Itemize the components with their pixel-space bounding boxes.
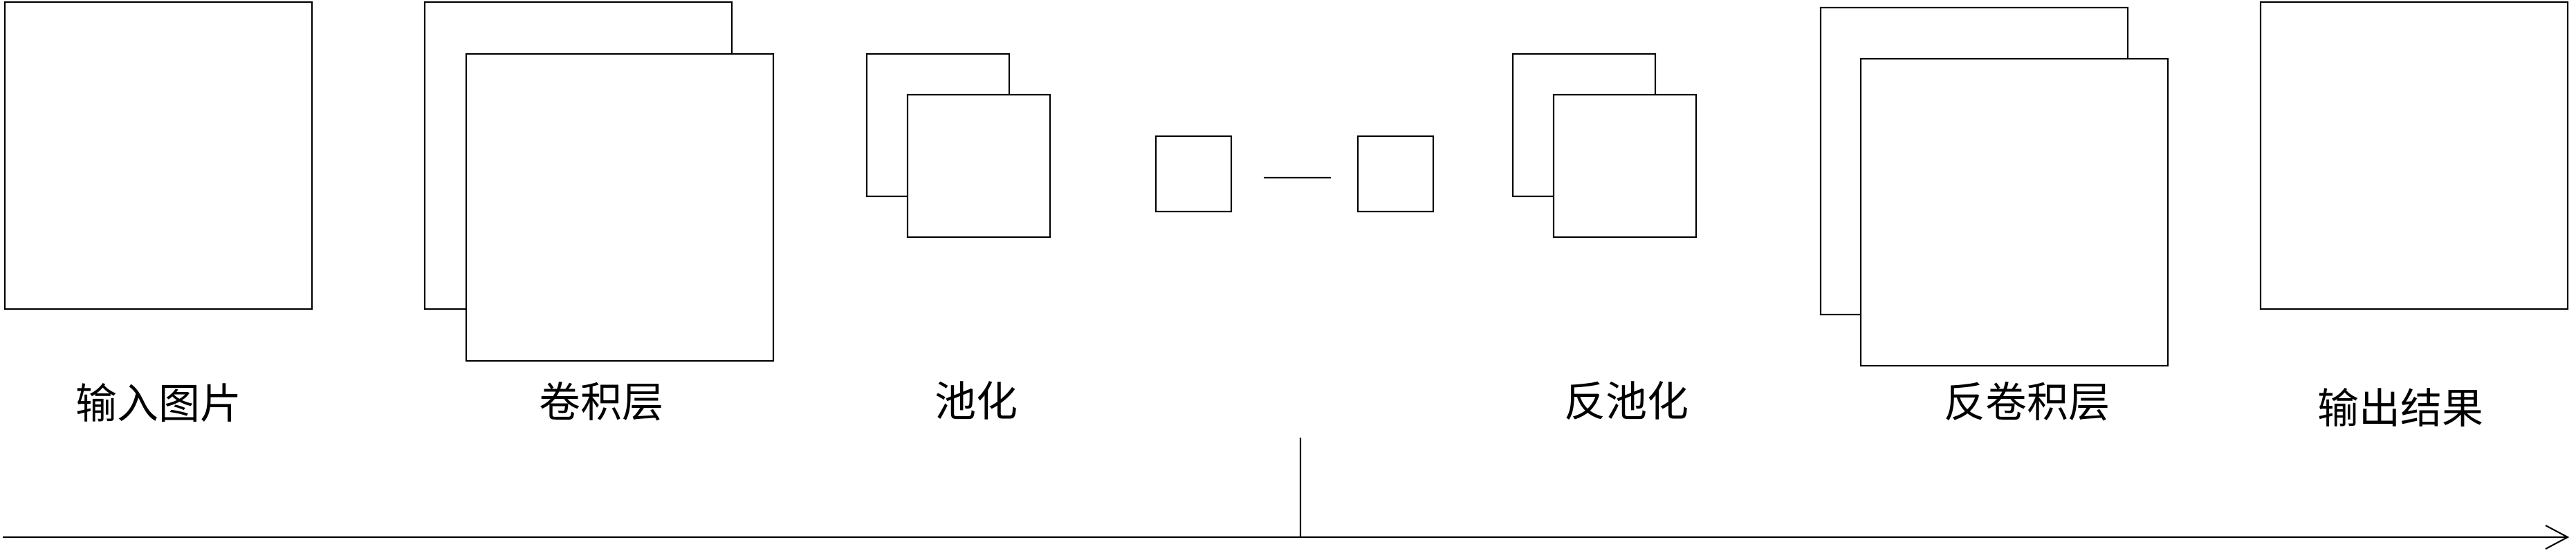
- pool-front-box: [906, 93, 1051, 239]
- unpooling-block: [1511, 53, 1698, 239]
- deconv-layer-label: 反卷积层: [1944, 379, 2110, 427]
- bottleneck-block: [1154, 135, 1435, 213]
- conv-layer-label: 卷积层: [539, 379, 663, 427]
- deconv-layer-block: [1819, 6, 2169, 367]
- input-image-block: [3, 1, 313, 310]
- bottleneck-right-box: [1356, 135, 1435, 213]
- flow-arrowhead-icon: [2545, 525, 2570, 550]
- conv-layer-block: [423, 1, 775, 362]
- deconv-front-box: [1859, 57, 2169, 367]
- pooling-label: 池化: [935, 378, 1018, 427]
- bottleneck-left-box: [1154, 135, 1233, 213]
- pooling-block: [865, 53, 1051, 239]
- output-result-label: 输出结果: [2317, 385, 2483, 433]
- unpool-front-box: [1552, 93, 1698, 239]
- output-result-box: [2259, 1, 2569, 310]
- input-image-box: [3, 1, 313, 310]
- unpooling-label: 反池化: [1564, 378, 1689, 427]
- flow-arrow: [3, 525, 2570, 550]
- output-result-block: [2259, 1, 2569, 310]
- input-image-label: 输入图片: [75, 380, 241, 429]
- conv-front-box: [465, 53, 775, 362]
